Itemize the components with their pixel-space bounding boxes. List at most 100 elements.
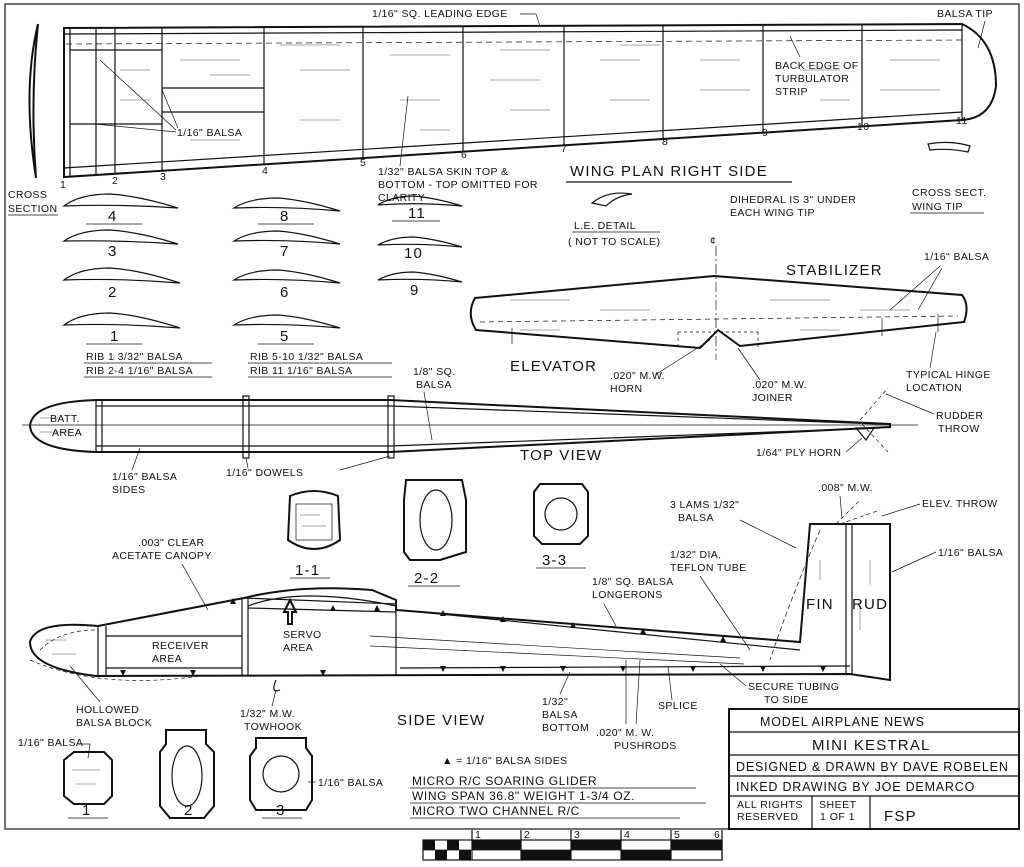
bottom-section-label: 3 (276, 802, 286, 819)
bottom-section-label: 1 (82, 802, 92, 819)
bottom-section-balsa-right: 1/16" BALSA (318, 777, 383, 789)
rudder-throw-label-2: THROW (938, 423, 980, 435)
rib-note-b-1: RIB 5-10 1/32" BALSA (250, 351, 363, 363)
scale-tick-label: 1 (475, 829, 481, 841)
rib-label: 8 (280, 208, 290, 225)
cross-sect-tip-label-1: CROSS SECT. (912, 187, 986, 199)
rib-number: 6 (461, 149, 467, 161)
rib-number: 3 (160, 171, 166, 183)
stabilizer-balsa-label: 1/16" BALSA (924, 251, 989, 263)
rib-number: 7 (561, 143, 567, 155)
rib-number: 5 (360, 157, 366, 169)
wing-balsa-label: 1/16" BALSA (177, 127, 242, 139)
pushrods-label-1: .020" M. W. (596, 727, 654, 739)
spec-line-3: MICRO TWO CHANNEL R/C (412, 804, 580, 818)
spec-line-1: MICRO R/C SOARING GLIDER (412, 774, 597, 788)
sq-balsa-label-1: 1/8" SQ. (413, 366, 456, 378)
sheet-border (4, 3, 1020, 830)
lams-label-2: BALSA (678, 512, 714, 524)
balsa-tip-label: BALSA TIP (937, 8, 993, 20)
triangle-note: ▲ = 1/16" BALSA SIDES (442, 755, 568, 767)
longerons-label-1: 1/8" SQ. BALSA (592, 576, 674, 588)
rib-note-b-2: RIB 11 1/16" BALSA (250, 365, 352, 377)
rib-label: 10 (404, 245, 423, 262)
receiver-label-1: RECEIVER (152, 640, 209, 652)
le-detail-label: L.E. DETAIL (574, 220, 636, 232)
towhook-label-1: 1/32" M.W. (240, 708, 295, 720)
scale-bar (422, 830, 723, 861)
publisher-label: MODEL AIRPLANE NEWS (760, 715, 925, 729)
stabilizer-title: STABILIZER (786, 262, 883, 279)
joiner-label-2: JOINER (752, 392, 793, 404)
top-view-title: TOP VIEW (520, 447, 602, 464)
side-view-title: SIDE VIEW (397, 712, 485, 729)
plan-code: FSP (884, 808, 917, 825)
towhook-label-2: TOWHOOK (244, 721, 302, 733)
ply-horn-label: 1/64" PLY HORN (756, 447, 841, 459)
canopy-label-1: .003" CLEAR (138, 537, 205, 549)
joiner-label-1: .020" M.W. (752, 379, 807, 391)
rib-note-a-2: RIB 2-4 1/16" BALSA (86, 365, 193, 377)
stabilizer-drawing (469, 246, 968, 360)
elev-throw-label: ELEV. THROW (922, 498, 998, 510)
rib-label: 11 (408, 205, 426, 222)
sheet-label-2: 1 OF 1 (820, 811, 855, 823)
receiver-label-2: AREA (152, 653, 182, 665)
bottom-label-1: 1/32" (542, 696, 568, 708)
rib-labels: 4 3 2 1 8 7 6 5 11 10 9 (86, 205, 440, 345)
elevator-label: ELEVATOR (510, 358, 597, 375)
scale-tick-label: 2 (524, 829, 530, 841)
le-detail-drawing (590, 192, 633, 207)
fin-label: FIN (806, 596, 834, 613)
hinge-label-2: LOCATION (906, 382, 962, 394)
spec-line-2: WING SPAN 36.8" WEIGHT 1-3/4 OZ. (412, 789, 635, 803)
rudder-label: RUD. (852, 596, 893, 613)
designer-credit: DESIGNED & DRAWN BY DAVE ROBELEN (736, 760, 1009, 774)
splice-label: SPLICE (658, 700, 698, 712)
dihedral-label-2: EACH WING TIP (730, 207, 815, 219)
not-to-scale-label: ( NOT TO SCALE) (568, 236, 660, 248)
title-block (728, 708, 1020, 830)
skin-label-3: CLARITY (378, 192, 425, 204)
horn-label-1: .020" M.W. (610, 370, 665, 382)
rib-label: 9 (410, 282, 420, 299)
scale-tick-label: 6 (714, 829, 720, 841)
skin-label-1: 1/32" BALSA SKIN TOP & (378, 166, 508, 178)
cross-section-label-2: SECTION (8, 203, 57, 215)
section-label: 1-1 (295, 562, 320, 579)
hollowed-label-2: BALSA BLOCK (76, 717, 152, 729)
mw-008-label: .008" M.W. (818, 482, 873, 494)
side-view-drawing (28, 499, 891, 692)
turbulator-label-3: STRIP (775, 86, 808, 98)
rib-label: 1 (110, 328, 120, 345)
cross-sect-tip-label-2: WING TIP (912, 201, 963, 213)
wing-plan-title: WING PLAN RIGHT SIDE (570, 163, 768, 180)
fin-balsa-label: 1/16" BALSA (938, 547, 1003, 559)
rights-label-1: ALL RIGHTS (737, 799, 803, 811)
bottom-label-3: BOTTOM (542, 722, 589, 734)
teflon-label-1: 1/32" DIA. (670, 549, 722, 561)
sheet-label-1: SHEET (819, 799, 857, 811)
rights-label-2: RESERVED (737, 811, 799, 823)
centerline-mark: ¢ (710, 235, 716, 247)
dowels-label: 1/16" DOWELS (226, 467, 303, 479)
horn-label-2: HORN (610, 383, 643, 395)
hollowed-label-1: HOLLOWED (76, 704, 139, 716)
wing-rib-numbers: 1 2 3 4 5 6 7 8 9 10 11 (60, 115, 967, 191)
rib-label: 2 (108, 284, 118, 301)
rib-label: 5 (280, 328, 290, 345)
skin-label-2: BOTTOM - TOP OMITTED FOR (378, 179, 538, 191)
sides-label-1: 1/16" BALSA (112, 471, 177, 483)
rib-number: 1 (60, 179, 66, 191)
sq-balsa-label-2: BALSA (416, 379, 452, 391)
secure-label-1: SECURE TUBING (748, 681, 839, 693)
rib-number: 10 (857, 121, 869, 133)
rib-note-a-1: RIB 1 3/32" BALSA (86, 351, 183, 363)
rudder-throw-label-1: RUDDER (936, 410, 983, 422)
rib-label: 7 (280, 243, 290, 260)
longerons-label-2: LONGERONS (592, 589, 663, 601)
servo-label-1: SERVO (283, 629, 322, 641)
scale-tick-label: 3 (574, 829, 580, 841)
pushrods-label-2: PUSHRODS (614, 740, 677, 752)
